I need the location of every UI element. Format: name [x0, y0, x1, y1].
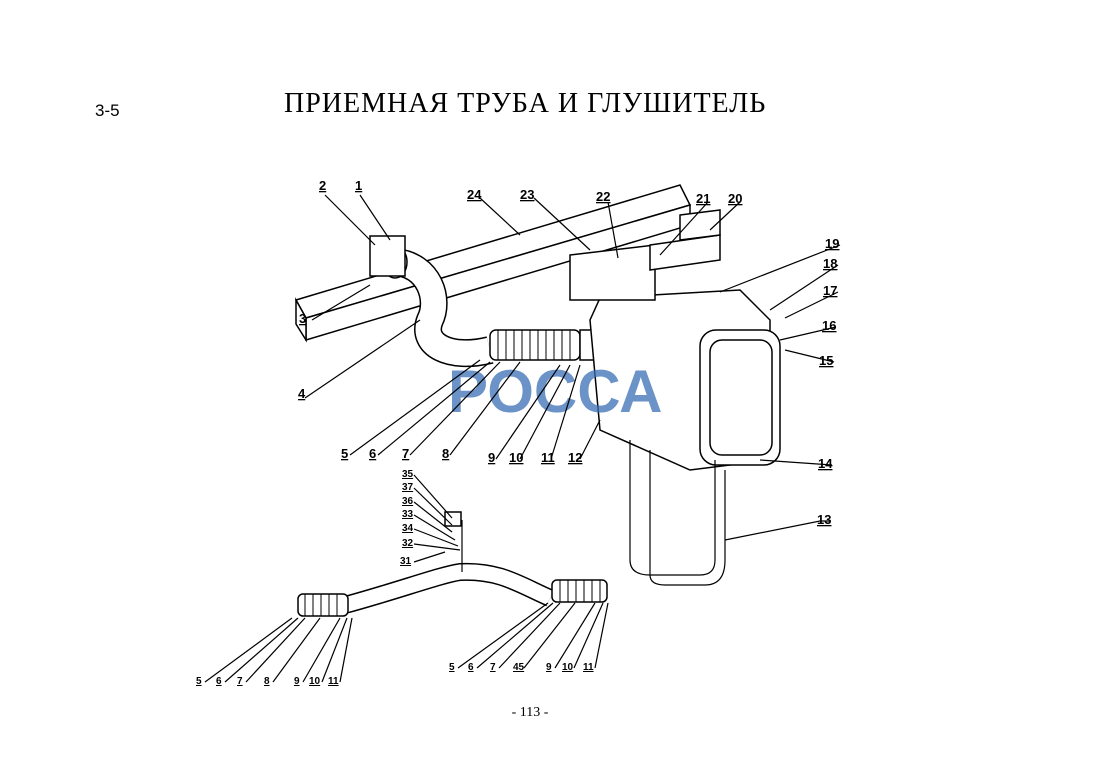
callout: 3	[299, 311, 306, 326]
callout: 14	[818, 456, 833, 471]
callout: 37	[402, 482, 414, 493]
callout: 45	[513, 662, 525, 673]
callout: 4	[298, 386, 306, 401]
callout: 31	[400, 556, 412, 567]
callout: 7	[402, 446, 409, 461]
callout: 22	[596, 189, 610, 204]
callout: 11	[328, 676, 339, 687]
callout: 7	[237, 676, 243, 687]
callout: 19	[825, 236, 839, 251]
lower-pipe-assembly	[297, 511, 608, 617]
intake-pipe	[369, 235, 494, 368]
muffler-bracket	[569, 209, 721, 301]
callout: 6	[468, 662, 474, 673]
watermark-logo: РОССА	[448, 358, 662, 425]
callout: 15	[819, 353, 833, 368]
leader-lines	[304, 194, 841, 541]
callout: 24	[467, 187, 482, 202]
callout: 12	[568, 450, 582, 465]
callout: 5	[449, 662, 455, 673]
callout: 6	[216, 676, 222, 687]
callout: 17	[823, 283, 837, 298]
callout: 10	[509, 450, 523, 465]
callout: 36	[402, 496, 414, 507]
callout: 7	[490, 662, 496, 673]
callout: 13	[817, 512, 831, 527]
muffler	[589, 289, 781, 586]
callout: 23	[520, 187, 534, 202]
section-number: 3-5	[95, 101, 120, 120]
callouts-clamp: 35 37 36 33 34 32 31	[400, 469, 414, 567]
callout: 5	[196, 676, 202, 687]
callout: 10	[562, 662, 574, 673]
callouts-bottom-left: 5 6 7 8 9 10 11	[196, 676, 339, 687]
callout: 11	[583, 662, 594, 673]
callout: 11	[541, 450, 555, 465]
callout: 5	[341, 446, 348, 461]
callout: 10	[309, 676, 321, 687]
callout: 35	[402, 469, 414, 480]
callout: 8	[442, 446, 449, 461]
callout: 32	[402, 538, 414, 549]
page-number: - 113 -	[511, 705, 549, 720]
callout: 6	[369, 446, 376, 461]
callout: 18	[823, 256, 837, 271]
callout: 20	[728, 191, 742, 206]
clamp-leader-lines	[413, 474, 461, 563]
callout: 2	[319, 178, 326, 193]
callout: 33	[402, 509, 414, 520]
bottom-leader-lines	[204, 602, 609, 683]
callout: 9	[546, 662, 552, 673]
page-title: ПРИЕМНАЯ ТРУБА И ГЛУШИТЕЛЬ	[284, 88, 767, 119]
callouts-main: 1 2 3 4 5 6 7 8 9 10 11 12 13 14 15 16 1…	[298, 178, 839, 527]
callouts-bottom-right: 5 6 7 45 9 10 11	[449, 662, 594, 673]
callout: 8	[264, 676, 270, 687]
callout: 34	[402, 523, 414, 534]
callout: 9	[294, 676, 300, 687]
callout: 16	[822, 318, 836, 333]
callout: 9	[488, 450, 495, 465]
callout: 21	[696, 191, 710, 206]
callout: 1	[355, 178, 362, 193]
